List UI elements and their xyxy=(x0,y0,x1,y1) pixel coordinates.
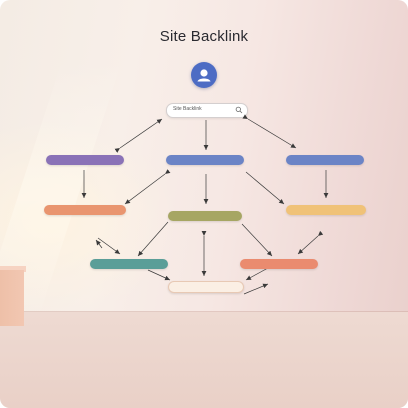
search-icon xyxy=(235,106,243,114)
user-avatar[interactable] xyxy=(191,62,217,88)
node-n7[interactable] xyxy=(90,259,168,269)
link-n5-n7 xyxy=(137,221,169,257)
link-n5-n8 xyxy=(241,223,273,257)
floor-edge xyxy=(0,311,408,312)
search-bar[interactable]: Site Backlink xyxy=(166,103,248,118)
search-text: Site Backlink xyxy=(173,106,202,112)
link-n2-n6 xyxy=(245,171,285,205)
link-n4-n7 xyxy=(97,237,121,255)
node-n1[interactable] xyxy=(46,155,124,165)
link-n9-out xyxy=(243,283,269,295)
floor xyxy=(0,312,408,408)
node-n3[interactable] xyxy=(286,155,364,165)
diagram-title: Site Backlink xyxy=(159,28,249,45)
link-search-n3 xyxy=(242,114,297,149)
pedestal-top xyxy=(0,266,26,272)
link-search-n1 xyxy=(114,118,163,153)
user-icon xyxy=(197,69,211,82)
node-n2[interactable] xyxy=(166,155,244,165)
pedestal xyxy=(0,270,24,326)
link-out-lower xyxy=(95,239,103,249)
node-n8[interactable] xyxy=(240,259,318,269)
node-n4[interactable] xyxy=(44,205,126,215)
link-n2-n4 xyxy=(124,169,171,205)
node-n5[interactable] xyxy=(168,211,242,221)
link-n6-n8 xyxy=(297,230,324,255)
link-n7-n9 xyxy=(147,269,171,281)
node-n6[interactable] xyxy=(286,205,366,215)
link-n8-n9 xyxy=(245,267,269,281)
node-n9[interactable] xyxy=(168,281,244,293)
